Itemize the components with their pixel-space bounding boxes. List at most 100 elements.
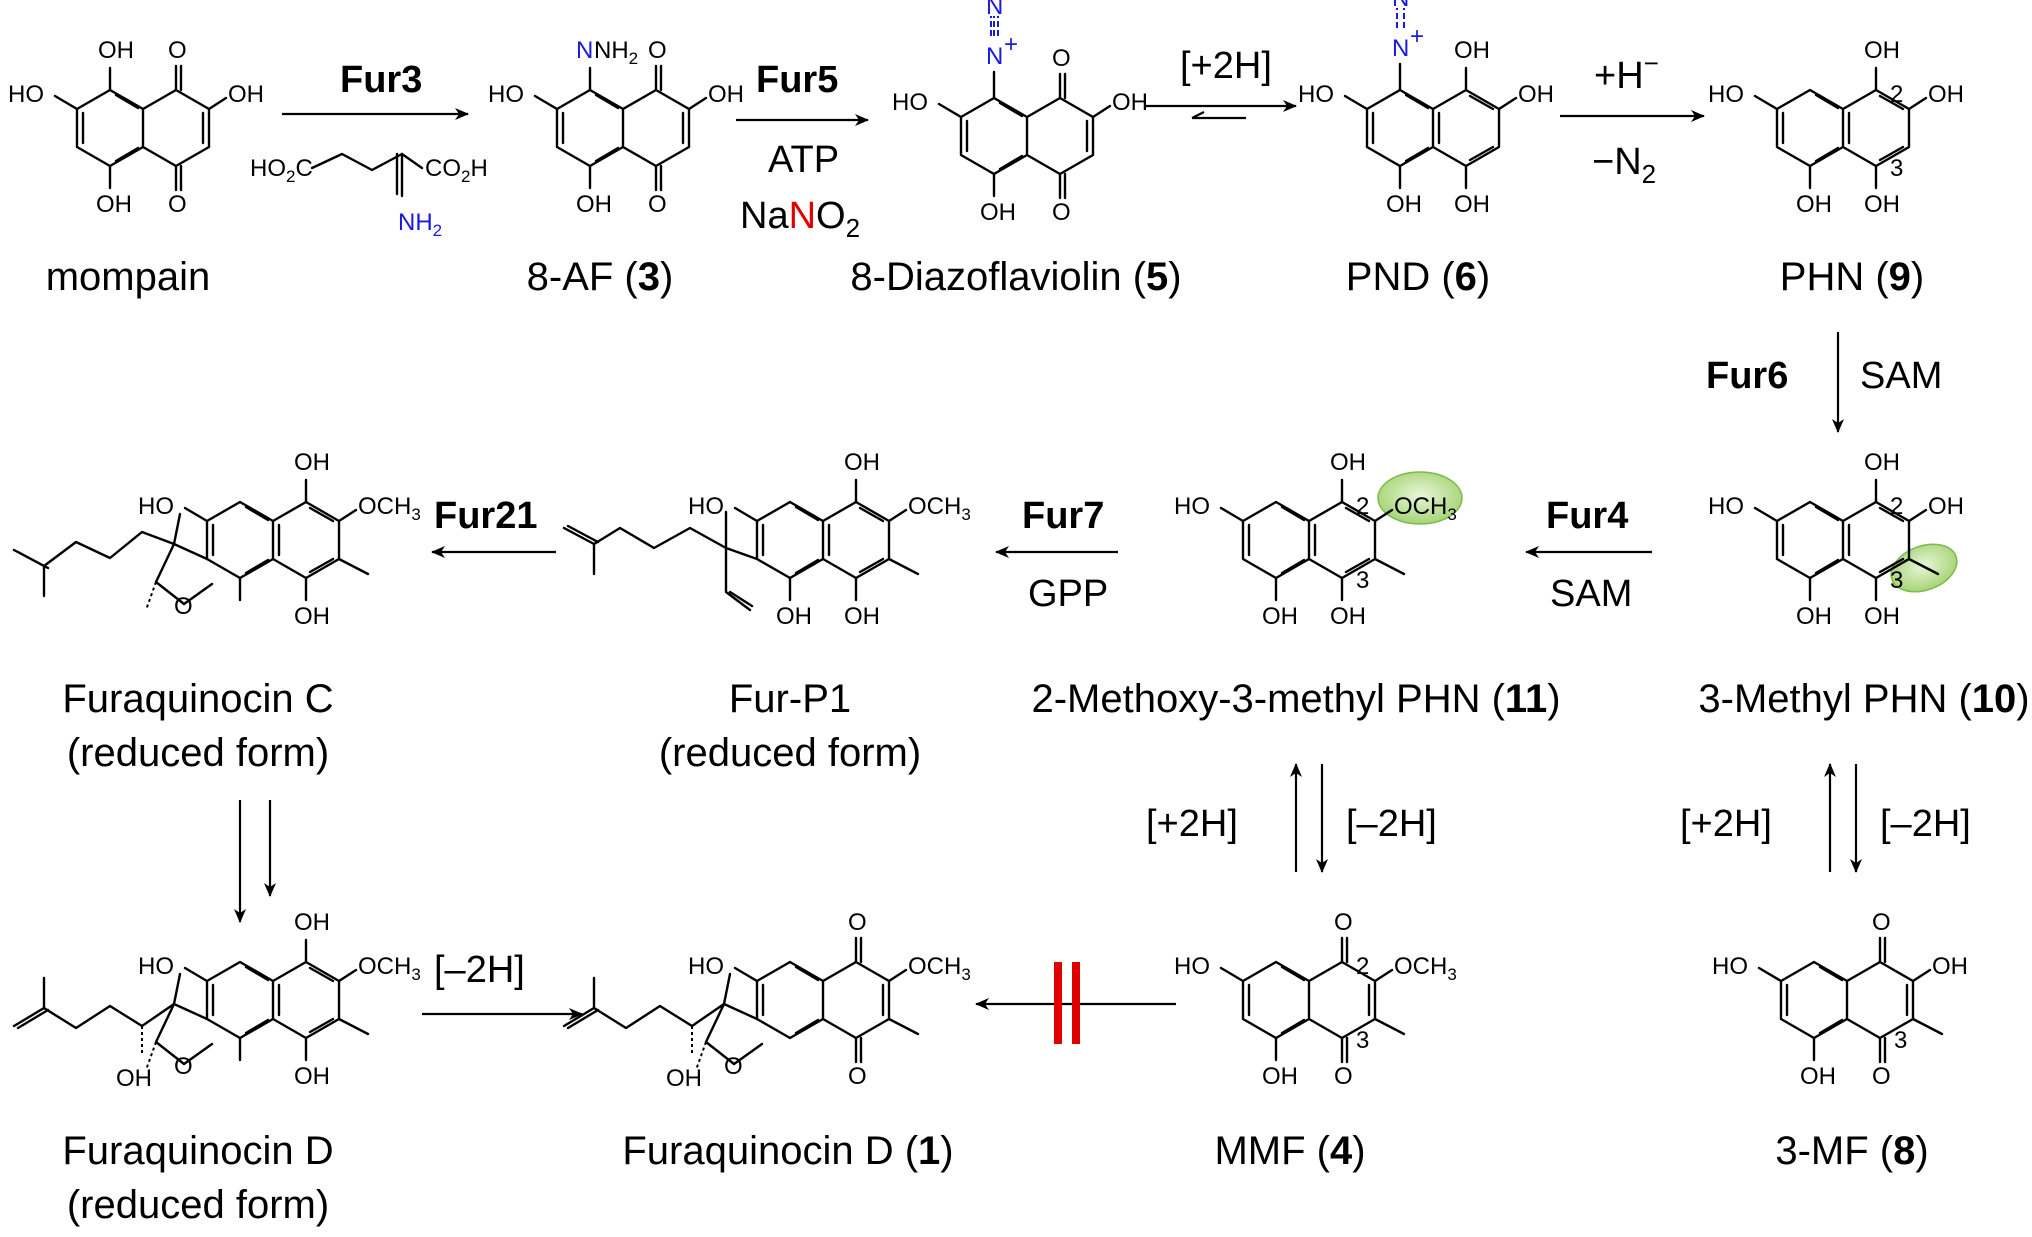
label-2-methoxy-3-methyl-phn: 2-Methoxy-3-methyl PHN (11) <box>1031 677 1560 721</box>
svg-text:O: O <box>724 1053 743 1080</box>
structure-furaquinocin-d-reduced: O OH OH HO OCH3 OH <box>12 909 421 1092</box>
svg-text:N: N <box>986 0 1003 20</box>
svg-text:OH: OH <box>666 1065 702 1092</box>
svg-text:O: O <box>1334 1063 1353 1090</box>
svg-text:3: 3 <box>1356 567 1369 594</box>
svg-text:2: 2 <box>1890 81 1903 108</box>
svg-text:OH: OH <box>1796 191 1832 218</box>
cond-plus2h-mmf: [+2H] <box>1146 803 1238 845</box>
svg-text:OH: OH <box>1864 603 1900 630</box>
cond-minus2h-mmf: [–2H] <box>1346 803 1437 845</box>
enzyme-fur4: Fur4 <box>1546 495 1628 537</box>
cond-minus-n2: −N2 <box>1592 141 1656 189</box>
cond-gpp: GPP <box>1028 573 1108 615</box>
svg-text:O: O <box>1334 909 1353 936</box>
label-pnd: PND (6) <box>1346 255 1490 299</box>
svg-text:NH2: NH2 <box>398 209 442 240</box>
svg-text:O: O <box>648 37 667 64</box>
label-8-diazoflaviolin: 8-Diazoflaviolin (5) <box>850 255 1181 299</box>
svg-text:OH: OH <box>1932 953 1968 980</box>
svg-text:OH: OH <box>1454 191 1490 218</box>
enzyme-fur21: Fur21 <box>434 495 537 537</box>
svg-text:+: + <box>1410 23 1424 50</box>
svg-text:OH: OH <box>844 449 880 476</box>
svg-text:N: N <box>986 43 1003 70</box>
svg-text:OH: OH <box>1864 449 1900 476</box>
structure-phn: OH 2 3 HO OH OH OH <box>1708 37 1964 218</box>
svg-text:HO: HO <box>138 493 174 520</box>
svg-text:3: 3 <box>1894 1027 1907 1054</box>
svg-text:OH: OH <box>1330 449 1366 476</box>
svg-text:HO: HO <box>488 81 524 108</box>
svg-text:HO: HO <box>1174 493 1210 520</box>
svg-text:OH: OH <box>116 1065 152 1092</box>
svg-text:OCH3: OCH3 <box>358 493 421 524</box>
cond-atp: ATP <box>768 139 839 181</box>
cond-minus2h-3mf: [–2H] <box>1880 803 1971 845</box>
svg-text:OH: OH <box>1112 89 1148 116</box>
cond-plus2h-top: [+2H] <box>1180 45 1272 87</box>
svg-text:N: N <box>1392 0 1409 12</box>
atom-label: N <box>576 37 593 64</box>
enzyme-fur6: Fur6 <box>1706 355 1788 397</box>
svg-text:OH: OH <box>1796 603 1832 630</box>
cond-plus2h-3mf: [+2H] <box>1680 803 1772 845</box>
svg-text:OH: OH <box>294 603 330 630</box>
svg-text:OH: OH <box>1928 493 1964 520</box>
cond-hydride: +H− <box>1594 48 1659 97</box>
svg-text:OH: OH <box>1864 191 1900 218</box>
svg-text:O: O <box>1872 1063 1891 1090</box>
structure-8-diazoflaviolin: N + N O HO OH OH O <box>892 0 1148 226</box>
svg-text:O: O <box>174 1053 193 1080</box>
structure-8-af: N NH2 O HO OH OH O <box>488 37 744 218</box>
atom-label: OH <box>98 37 134 64</box>
label-furaquinocin-d: Furaquinocin D (1) <box>622 1129 953 1173</box>
svg-text:OH: OH <box>294 909 330 936</box>
svg-text:HO: HO <box>688 953 724 980</box>
structure-pnd: N + N OH HO OH OH OH <box>1298 0 1554 218</box>
svg-text:HO2C: HO2C <box>250 155 313 186</box>
svg-text:OCH3: OCH3 <box>1394 953 1457 984</box>
structure-furaquinocin-d: O OH O HO OCH3 O <box>562 909 971 1092</box>
svg-text:HO: HO <box>1298 81 1334 108</box>
enzyme-fur7: Fur7 <box>1022 495 1104 537</box>
label-mmf: MMF (4) <box>1214 1129 1365 1173</box>
svg-text:OH: OH <box>576 191 612 218</box>
svg-text:2: 2 <box>1890 493 1903 520</box>
label-furaquinocin-d-reduced-sub: (reduced form) <box>67 1183 329 1227</box>
svg-text:2: 2 <box>1356 953 1369 980</box>
svg-text:OH: OH <box>980 199 1016 226</box>
cond-nano2: NaNO2 <box>740 195 860 243</box>
svg-text:OH: OH <box>1864 37 1900 64</box>
structure-fur-p1: OH HO OCH3 OH OH <box>562 449 971 630</box>
svg-text:OCH3: OCH3 <box>1394 493 1457 524</box>
svg-text:OH: OH <box>1928 81 1964 108</box>
structure-mmf: O 2 3 HO OCH3 OH O <box>1174 909 1457 1090</box>
svg-text:OH: OH <box>294 1063 330 1090</box>
svg-text:OH: OH <box>1518 81 1554 108</box>
svg-text:O: O <box>848 1063 867 1090</box>
label-3-methyl-phn: 3-Methyl PHN (10) <box>1698 677 2029 721</box>
svg-text:O: O <box>848 909 867 936</box>
svg-text:OCH3: OCH3 <box>358 953 421 984</box>
atom-label: O <box>168 191 187 218</box>
structure-3-methyl-phn: OH 2 3 HO OH OH OH <box>1708 449 1964 630</box>
label-8-af: 8-AF (3) <box>527 255 674 299</box>
svg-text:O: O <box>1052 199 1071 226</box>
label-phn: PHN (9) <box>1780 255 1924 299</box>
svg-text:2: 2 <box>1356 493 1369 520</box>
label-fur-p1-sub: (reduced form) <box>659 731 921 775</box>
svg-text:3: 3 <box>1890 567 1903 594</box>
svg-text:HO: HO <box>1708 81 1744 108</box>
arrow-reduction-reverse <box>1191 111 1246 120</box>
svg-text:+: + <box>1004 31 1018 58</box>
svg-text:HO: HO <box>138 953 174 980</box>
cond-sam-fur6: SAM <box>1860 355 1942 397</box>
label-furaquinocin-c: Furaquinocin C <box>62 677 333 721</box>
structure-3-mf: O 3 HO OH OH O <box>1712 909 1968 1090</box>
enzyme-fur5: Fur5 <box>756 59 838 101</box>
cond-sam-fur4: SAM <box>1550 573 1632 615</box>
cond-minus2h-oxidation: [–2H] <box>434 949 525 991</box>
structure-furaquinocin-c-reduced: O OH HO OCH3 OH <box>12 449 421 630</box>
